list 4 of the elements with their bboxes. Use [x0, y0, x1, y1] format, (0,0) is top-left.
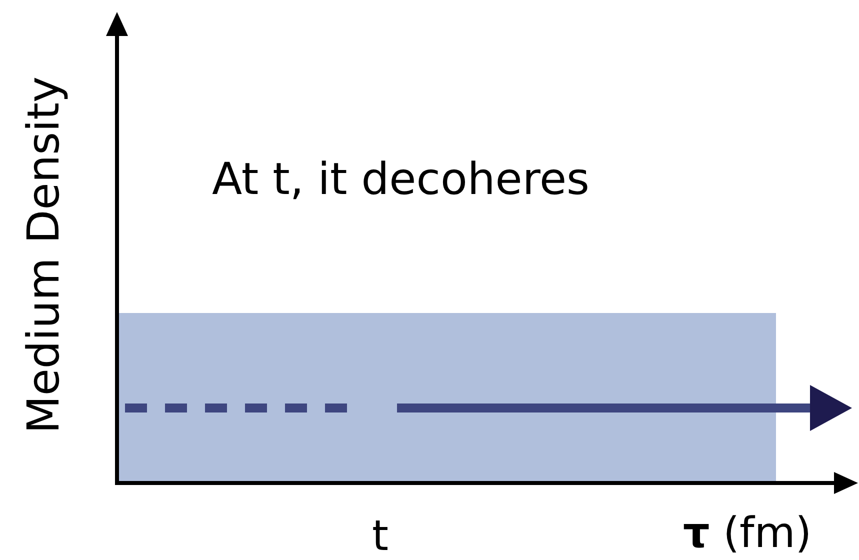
- annotation-text: At t, it decoheres: [212, 158, 590, 202]
- tick-label: t: [372, 515, 388, 557]
- axis-title: Medium Density: [22, 76, 66, 434]
- axis-title: τ (fm): [683, 512, 812, 554]
